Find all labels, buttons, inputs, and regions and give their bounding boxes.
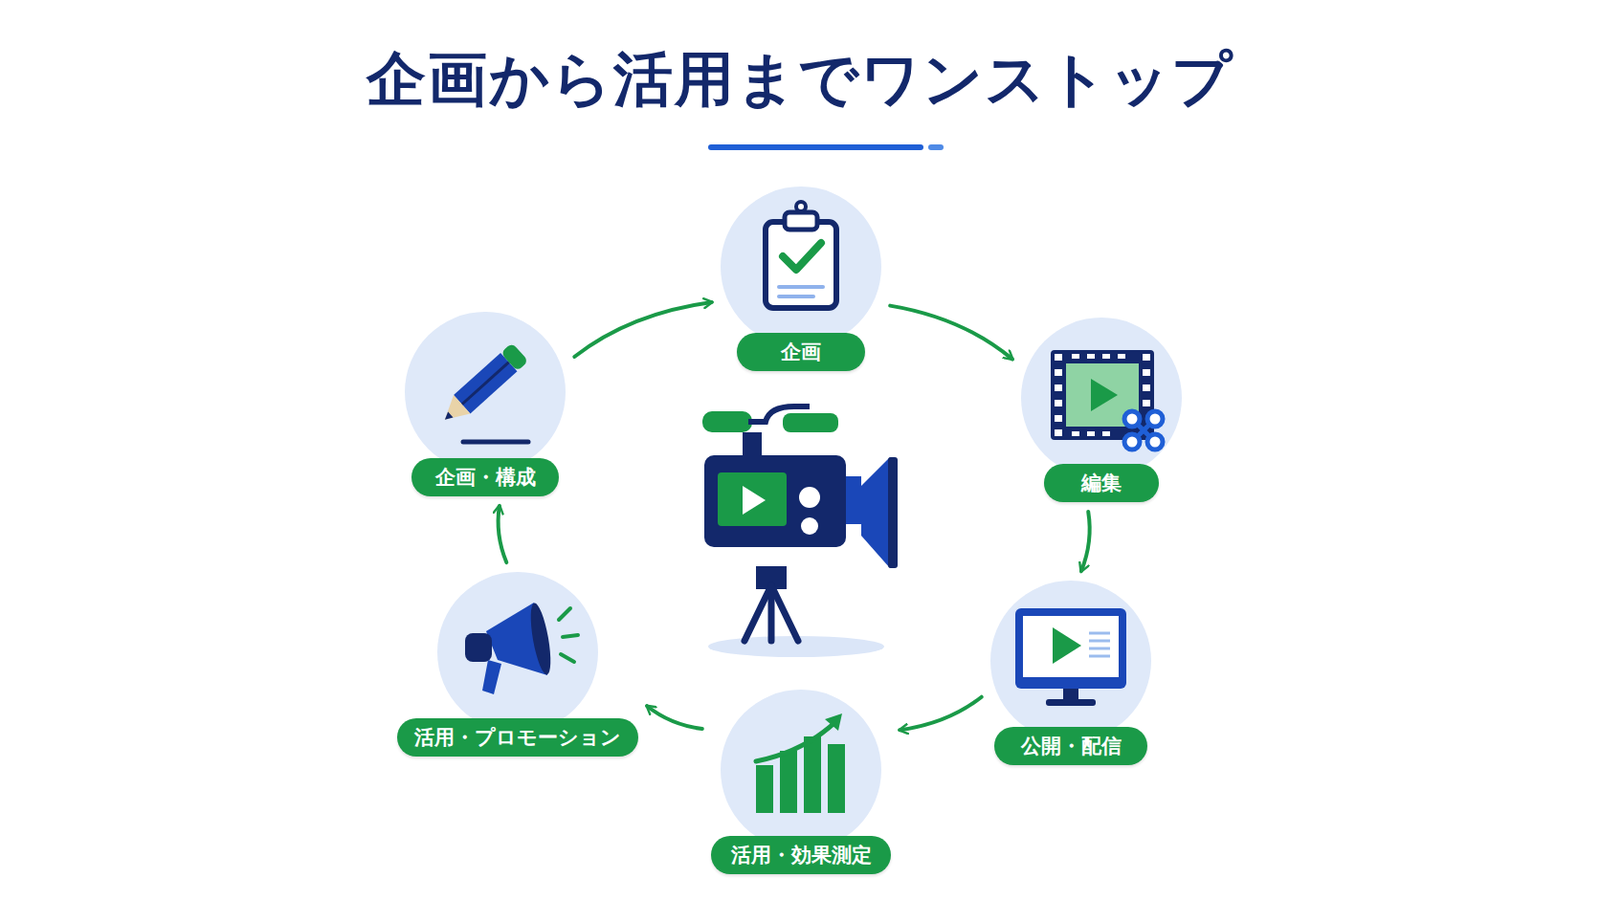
step-label: 公開・配信 <box>994 727 1148 766</box>
megaphone-icon <box>465 601 578 695</box>
step-circle <box>404 311 566 473</box>
title-underline <box>708 144 924 151</box>
flow-arrow <box>1081 511 1090 572</box>
flow-arrow <box>899 697 981 732</box>
chart-icon <box>755 713 845 814</box>
flow-arrow <box>889 306 1013 360</box>
step-node: 活用・効果測定 <box>711 689 891 875</box>
monitor-icon <box>1015 608 1127 707</box>
step-node: 企画・構成 <box>404 311 566 497</box>
step-label: 編集 <box>1044 464 1159 503</box>
step-label: 活用・プロモーション <box>397 718 639 757</box>
flow-arrow <box>646 706 703 730</box>
step-node: 公開・配信 <box>990 580 1152 766</box>
title: 企画から活用までワンストップ <box>0 36 1600 123</box>
title-underline-dot <box>928 144 944 151</box>
flow-arrow <box>574 302 712 357</box>
clipboard-icon <box>765 201 837 309</box>
step-circle <box>720 689 882 851</box>
step-node: 編集 <box>1021 317 1182 503</box>
video-camera-illustration <box>702 406 898 658</box>
step-circle <box>1021 317 1182 479</box>
step-circle <box>720 186 882 348</box>
film-edit-icon <box>1050 350 1163 450</box>
step-circle <box>437 572 599 734</box>
step-label: 企画・構成 <box>411 458 559 497</box>
step-node: 企画 <box>720 186 882 372</box>
step-node: 活用・プロモーション <box>397 572 639 757</box>
step-circle <box>990 580 1152 742</box>
step-label: 企画 <box>736 333 866 372</box>
flow-arrow <box>498 506 508 563</box>
pencil-icon <box>436 342 529 443</box>
step-label: 活用・効果測定 <box>711 836 891 875</box>
